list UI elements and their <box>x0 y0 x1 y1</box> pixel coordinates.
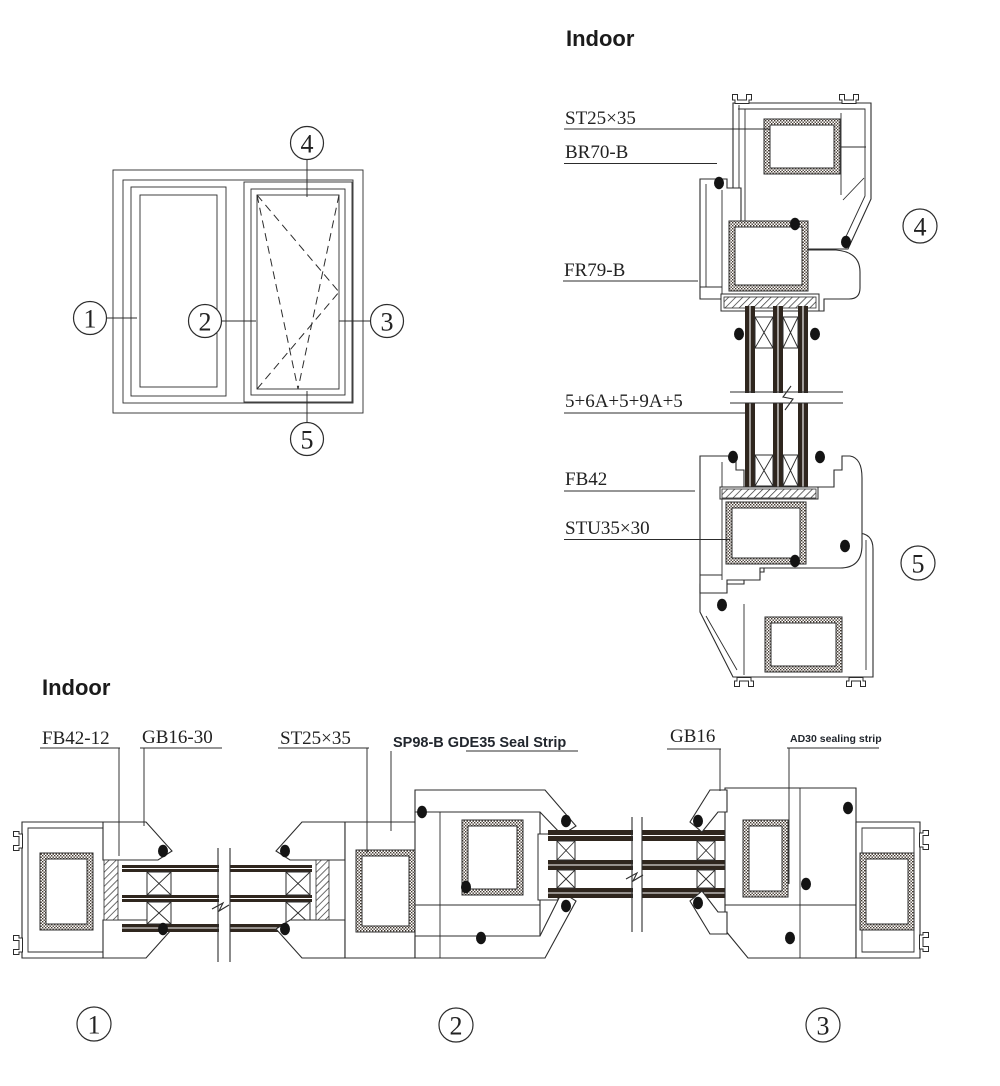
label-sp98b-gde35: SP98-B GDE35 Seal Strip <box>393 735 566 751</box>
spacer-bars <box>754 316 799 487</box>
horizontal-section-detail: Indoor <box>13 675 929 1043</box>
marker-number: 1 <box>88 1011 101 1040</box>
break-mark <box>730 385 843 411</box>
label-stu35x30: STU35×30 <box>565 518 650 539</box>
detail-marker-4-section: 4 <box>902 208 938 244</box>
marker-number: 5 <box>912 550 925 579</box>
marker-number: 4 <box>914 213 927 242</box>
detail-marker-2-section: 2 <box>438 1007 474 1043</box>
sill-frame-profile <box>699 532 874 687</box>
label-glass-makeup: 5+6A+5+9A+5 <box>565 391 683 412</box>
detail-marker-3-section: 3 <box>805 1007 841 1043</box>
marker-number: 2 <box>199 308 212 337</box>
seal-strip <box>723 296 817 309</box>
spacer-bars <box>556 840 716 889</box>
marker-number: 3 <box>817 1012 830 1041</box>
head-frame-profile <box>732 94 872 250</box>
leader-line <box>40 747 120 856</box>
lower-sash-profile <box>699 455 863 594</box>
seal-strip-mullion <box>315 859 330 921</box>
label-st25x35: ST25×35 <box>565 108 636 129</box>
mullion-frame <box>275 821 419 959</box>
detail-marker-5-section: 5 <box>900 545 936 581</box>
break-mark <box>211 848 231 962</box>
right-sash <box>689 787 857 959</box>
glazing-unit-fixed <box>122 848 312 962</box>
detail-marker-1: 1 <box>72 300 137 336</box>
detail-marker-1-section: 1 <box>76 1006 112 1042</box>
label-fr79b: FR79-B <box>564 260 625 281</box>
leader-line <box>667 748 721 791</box>
indoor-label-top: Indoor <box>566 26 635 51</box>
glazing-unit-vertical <box>730 306 843 487</box>
right-jamb-frame <box>855 821 929 959</box>
leader-line <box>278 747 369 853</box>
label-br70b: BR70-B <box>565 142 628 163</box>
spacer-bars <box>146 871 311 925</box>
frame-outer <box>112 169 364 414</box>
label-gb16-30: GB16-30 <box>142 727 213 748</box>
left-jamb-frame <box>13 821 173 959</box>
marker-number: 2 <box>450 1012 463 1041</box>
seal-strip-fb42-12 <box>103 859 119 921</box>
vertical-section-detail: Indoor <box>563 26 938 687</box>
marker-number: 5 <box>301 426 314 455</box>
label-fb42: FB42 <box>565 469 607 490</box>
fixed-pane-inner <box>139 194 218 388</box>
sash-outer <box>243 181 353 403</box>
leader-line <box>140 747 222 826</box>
leader-line <box>787 747 879 884</box>
upper-sash-profile <box>699 178 861 312</box>
horizontal-section-labels: FB42-12 GB16-30 ST25×35 SP98-B GDE35 Sea… <box>40 726 882 884</box>
detail-marker-3: 3 <box>339 303 405 339</box>
glazing-unit-sash <box>548 817 726 932</box>
label-fb42-12: FB42-12 <box>42 728 110 749</box>
detail-marker-2: 2 <box>187 303 256 339</box>
tilt-turn-opening-symbol <box>256 194 340 390</box>
detail-marker-4: 4 <box>289 125 325 197</box>
window-elevation-schematic: 1 2 3 4 5 <box>72 125 405 457</box>
vertical-section-labels: ST25×35 BR70-B FR79-B 5+6A+5+9A+5 FB42 S… <box>563 108 770 540</box>
frame-inner <box>122 179 354 404</box>
break-mark <box>625 817 644 932</box>
sash-mid <box>250 188 346 396</box>
label-st25x35-bottom: ST25×35 <box>280 728 351 749</box>
indoor-label-bottom: Indoor <box>42 675 111 700</box>
marker-number: 1 <box>84 305 97 334</box>
leader-line <box>390 750 578 831</box>
mullion-sash <box>414 789 577 959</box>
label-ad30: AD30 sealing strip <box>790 733 882 745</box>
fixed-pane-outer <box>130 186 227 397</box>
detail-marker-5: 5 <box>289 391 325 457</box>
label-gb16: GB16 <box>670 726 715 747</box>
seal-strip-fb42 <box>721 488 817 499</box>
marker-number: 4 <box>301 130 314 159</box>
marker-number: 3 <box>381 308 394 337</box>
